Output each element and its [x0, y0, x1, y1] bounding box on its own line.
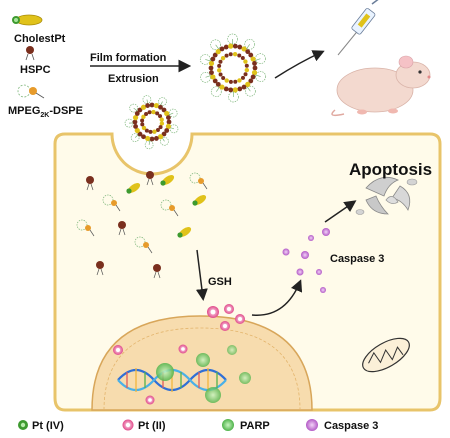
- released-components: [76, 171, 208, 279]
- parp-label: PARP: [240, 420, 270, 432]
- caspase-arrow: [251, 279, 303, 316]
- cholestpt-icon: [12, 14, 43, 26]
- apoptosis-label: Apoptosis: [349, 160, 432, 179]
- caspase3-particles: [282, 228, 330, 293]
- gsh-arrow: [195, 249, 208, 301]
- mouse-icon: [331, 55, 431, 117]
- pt4-label: Pt (IV): [32, 420, 64, 432]
- hspc-label: HSPC: [20, 64, 51, 76]
- caspase3-label: Caspase 3: [330, 253, 384, 265]
- parp-icon: [222, 419, 234, 431]
- caspase3-icon: [306, 419, 318, 431]
- mpeg-dspe-label: MPEG2K-DSPE: [8, 105, 83, 119]
- extrusion-label: Extrusion: [108, 73, 159, 85]
- mitochondrion-icon: [362, 337, 410, 373]
- mouse-arrow: [274, 50, 325, 79]
- pt2-nucleus-particles: [113, 344, 188, 405]
- liposome-endocytosis: [124, 95, 179, 150]
- parp-particles: [156, 345, 251, 403]
- apoptosis-arrow: [324, 200, 357, 223]
- liposome-top: [199, 33, 267, 103]
- legend-pt2: Pt (II): [122, 419, 166, 432]
- mpeg-dspe-icon: [17, 84, 45, 99]
- legend-parp: PARP: [222, 419, 270, 432]
- legend-caspase3: Caspase 3: [306, 419, 378, 432]
- syringe-icon: [337, 0, 379, 56]
- gsh-label: GSH: [208, 276, 232, 288]
- film-formation-label: Film formation: [90, 52, 167, 64]
- legend-pt4: Pt (IV): [18, 420, 64, 432]
- pt2-released-particles: [207, 304, 245, 331]
- apoptotic-fragments-icon: [355, 176, 418, 215]
- caspase3-legend-label: Caspase 3: [324, 420, 378, 432]
- cholestpt-label: CholestPt: [14, 33, 66, 45]
- hspc-icon: [25, 46, 35, 61]
- pt2-label: Pt (II): [138, 420, 166, 432]
